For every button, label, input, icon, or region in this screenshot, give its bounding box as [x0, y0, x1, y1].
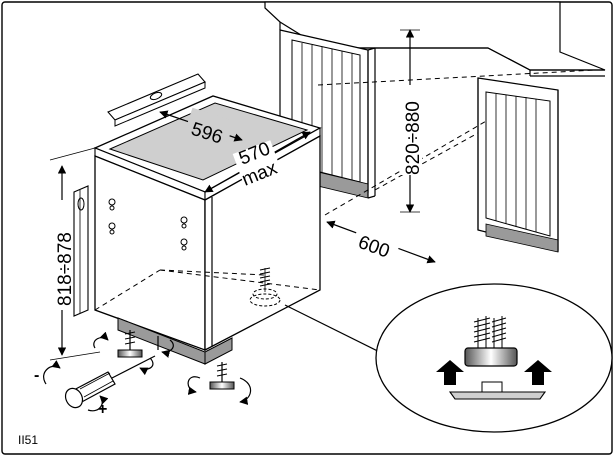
figure-code: II51 [18, 433, 38, 447]
foot-detail-circle [375, 283, 613, 433]
niche-height-label: 820÷880 [403, 101, 424, 175]
spirit-level-top [107, 73, 206, 127]
front-right-foot [187, 362, 252, 405]
rear-foot-screw [249, 267, 281, 307]
niche-height-dimension: 820÷880 [400, 29, 424, 213]
minus-sign: - [34, 367, 39, 384]
screwdriver [43, 355, 156, 412]
front-left-foot [93, 330, 154, 376]
height-dimension: 818÷878 [49, 147, 101, 361]
height-label: 818÷878 [55, 232, 76, 306]
middle-foot [157, 336, 174, 358]
plus-sign: + [98, 401, 107, 418]
spirit-level-side [73, 185, 89, 317]
